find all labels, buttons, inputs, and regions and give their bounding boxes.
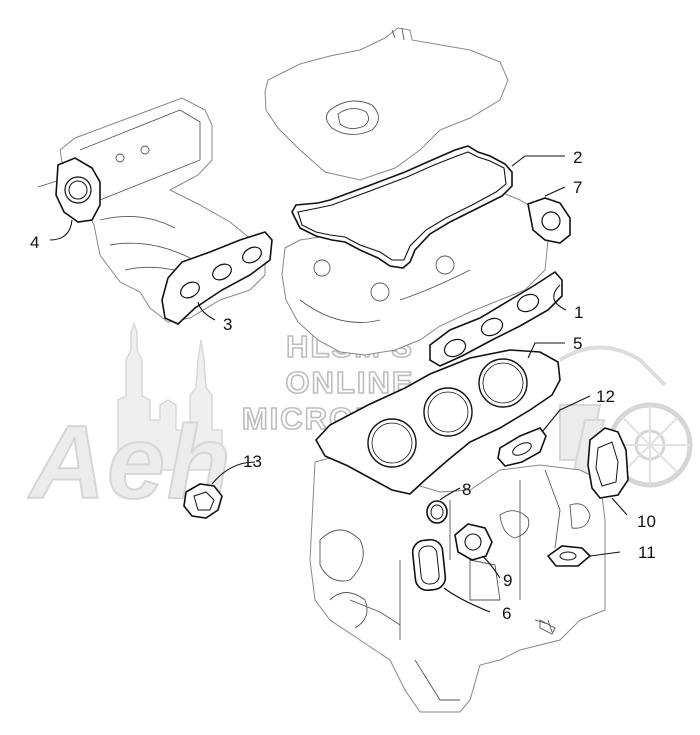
callout-9: 9 [503,571,512,590]
callout-5: 5 [573,334,582,353]
watermark-skyline [117,321,223,471]
engine-block [309,457,606,713]
callout-7: 7 [573,178,582,197]
callout-8: 8 [462,480,471,499]
callout-4: 4 [30,233,39,252]
cylinder-head-cover [264,27,509,181]
callout-12: 12 [596,387,615,406]
callout-10: 10 [637,512,656,531]
callouts: 1 2 3 4 5 6 7 8 9 10 11 12 13 [30,148,656,623]
callout-1: 1 [574,303,583,322]
callout-2: 2 [573,148,582,167]
callout-11: 11 [638,543,656,562]
callout-6: 6 [502,604,511,623]
leader-lines [49,155,628,613]
callout-13: 13 [243,452,262,471]
callout-3: 3 [223,315,232,334]
